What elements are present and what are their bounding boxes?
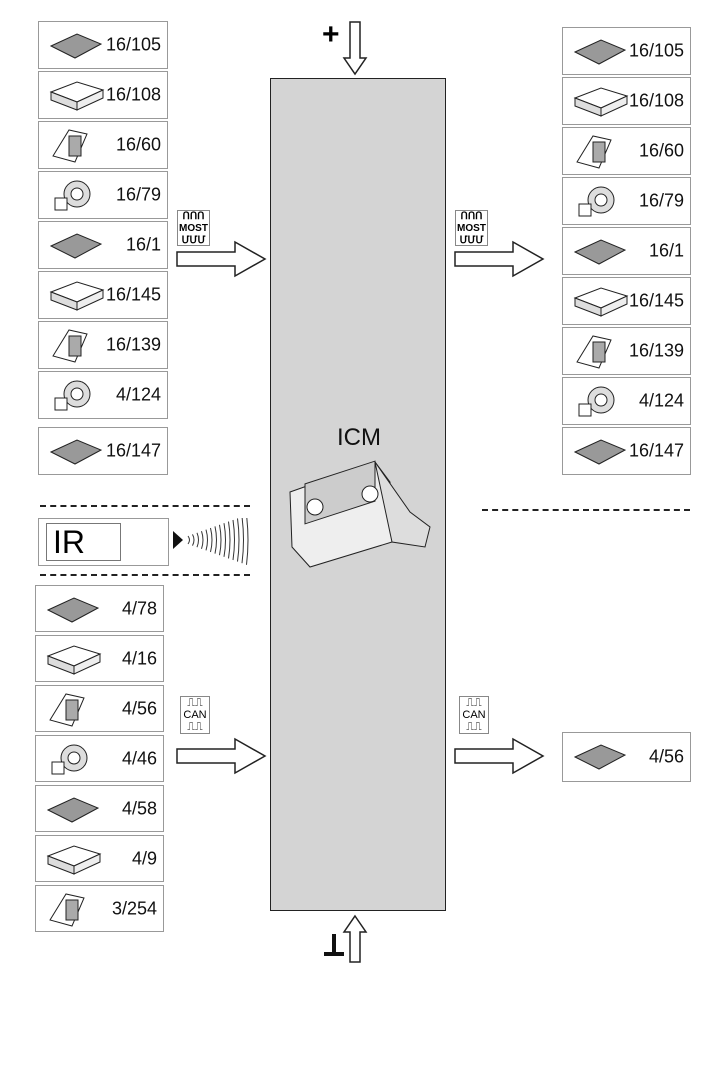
can-arrow-left-to-icm [176, 737, 267, 775]
component-label: 4/58 [121, 798, 157, 818]
left-can-component-3-254: 3/254 [35, 885, 164, 932]
component-label: 4/9 [131, 848, 157, 868]
left-can-component-4-9: 4/9 [35, 835, 164, 882]
component-illustration-icon [49, 233, 103, 259]
component-label: 4/124 [115, 384, 161, 405]
component-label: 16/79 [638, 190, 684, 211]
component-label: 16/145 [628, 290, 684, 311]
component-illustration-icon [46, 645, 102, 675]
component-illustration-icon [54, 380, 91, 411]
component-illustration-icon [46, 797, 100, 823]
component-label: 4/16 [121, 648, 157, 668]
can-bus-icon-right: ⎍⎍CAN⎍⎍ [459, 696, 489, 734]
can-bus-icon-left: ⎍⎍CAN⎍⎍ [180, 696, 210, 734]
left-can-component-4-46: 4/46 [35, 735, 164, 782]
component-illustration-icon [573, 439, 627, 465]
component-label: 16/147 [105, 440, 161, 461]
component-illustration-icon [46, 597, 100, 623]
most-arrow-icm-to-right [454, 240, 545, 278]
left-most-component-16-139: 16/139 [38, 321, 168, 369]
left-most-component-16-145: 16/145 [38, 271, 168, 319]
right-most-component-16-145: 16/145 [562, 277, 691, 325]
component-label: 16/60 [638, 140, 684, 161]
icm-unit-illustration [289, 460, 431, 568]
left-most-component-16-1: 16/1 [38, 221, 168, 269]
component-label: 16/139 [105, 334, 161, 355]
right-most-component-16-79: 16/79 [562, 177, 691, 225]
component-illustration-icon [54, 180, 91, 211]
component-illustration-icon [49, 81, 105, 111]
component-label: 16/1 [125, 234, 161, 255]
right-most-component-16-108: 16/108 [562, 77, 691, 125]
component-illustration-icon [51, 744, 88, 775]
component-illustration-icon [573, 87, 629, 117]
component-label: 16/145 [105, 284, 161, 305]
ir-signal-icon [173, 518, 249, 565]
component-illustration-icon [576, 335, 612, 369]
ir-receiver-box: IR [38, 518, 169, 566]
right-most-component-16-1: 16/1 [562, 227, 691, 275]
ground-arrow [324, 914, 368, 963]
left-can-component-4-78: 4/78 [35, 585, 164, 632]
icm-label: ICM [337, 424, 381, 451]
component-illustration-icon [49, 439, 103, 465]
component-label: 16/105 [105, 34, 161, 55]
left-most-component-4-124: 4/124 [38, 371, 168, 419]
ir-label-box: IR [46, 523, 121, 561]
component-illustration-icon [573, 239, 627, 265]
power-positive-arrow: + [322, 18, 368, 76]
most-arrow-left-to-icm [176, 240, 267, 278]
component-illustration-icon [578, 386, 615, 417]
component-label: 4/78 [121, 598, 157, 618]
component-label: 3/254 [111, 898, 157, 918]
left-most-component-16-79: 16/79 [38, 171, 168, 219]
left-can-component-4-56: 4/56 [35, 685, 164, 732]
left-most-component-16-147: 16/147 [38, 427, 168, 475]
left-most-component-16-105: 16/105 [38, 21, 168, 69]
component-label: 4/56 [121, 698, 157, 718]
left-most-component-16-108: 16/108 [38, 71, 168, 119]
component-label: 16/105 [628, 40, 684, 61]
separator-dashed [40, 505, 250, 507]
component-illustration-icon [52, 129, 88, 163]
component-illustration-icon [49, 281, 105, 311]
component-label: 16/60 [115, 134, 161, 155]
component-illustration-icon [576, 135, 612, 169]
component-illustration-icon [49, 33, 103, 59]
component-illustration-icon [49, 893, 85, 927]
right-can-component-4-56: 4/56 [562, 732, 691, 782]
svg-text:+: + [322, 18, 340, 51]
component-illustration-icon [573, 39, 627, 65]
separator-dashed [40, 574, 250, 576]
component-label: 16/1 [648, 240, 684, 261]
component-label: 4/56 [648, 746, 684, 767]
component-illustration-icon [49, 693, 85, 727]
component-label: 16/147 [628, 440, 684, 461]
right-most-component-4-124: 4/124 [562, 377, 691, 425]
component-label: 16/108 [105, 84, 161, 105]
component-illustration-icon [46, 845, 102, 875]
left-most-component-16-60: 16/60 [38, 121, 168, 169]
component-label: 4/46 [121, 748, 157, 768]
component-illustration-icon [52, 329, 88, 363]
right-most-component-16-105: 16/105 [562, 27, 691, 75]
right-most-component-16-147: 16/147 [562, 427, 691, 475]
component-label: 16/79 [115, 184, 161, 205]
component-label: 16/108 [628, 90, 684, 111]
component-label: 16/139 [628, 340, 684, 361]
left-can-component-4-58: 4/58 [35, 785, 164, 832]
right-most-component-16-139: 16/139 [562, 327, 691, 375]
component-illustration-icon [578, 186, 615, 217]
separator-dashed [482, 509, 690, 511]
ir-label: IR [53, 524, 85, 560]
component-label: 4/124 [638, 390, 684, 411]
left-can-component-4-16: 4/16 [35, 635, 164, 682]
component-illustration-icon [573, 744, 627, 770]
right-most-component-16-60: 16/60 [562, 127, 691, 175]
can-arrow-icm-to-right [454, 737, 545, 775]
component-illustration-icon [573, 287, 629, 317]
